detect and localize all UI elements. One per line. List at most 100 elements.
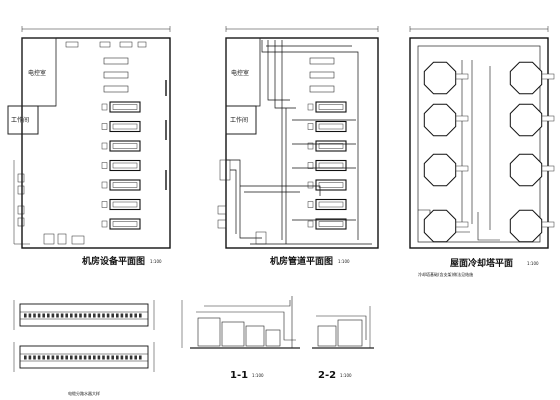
divider-slot — [42, 313, 45, 318]
divider-slot — [129, 313, 133, 318]
divider-slot — [24, 355, 27, 360]
divider-slot — [134, 313, 137, 318]
section-1-1-label: 1-1 — [230, 370, 248, 381]
section-2-2-label: 2-2 — [318, 370, 336, 381]
piping-unit — [307, 179, 347, 191]
piping-plan-title: 机房管道平面图 — [270, 255, 333, 267]
equipment-unit — [101, 120, 141, 133]
divider-slot — [129, 355, 133, 360]
piping-unit — [307, 218, 347, 230]
divider-slot — [93, 355, 96, 360]
piping-plan: 电控室 工作间 机房管道平面图 1:100 — [217, 26, 379, 267]
equipment-unit — [101, 198, 141, 211]
equipment-unit — [101, 159, 141, 172]
piping-fitting — [309, 85, 335, 93]
cooling-tower — [423, 153, 469, 187]
cooling-tower — [423, 61, 469, 95]
divider-slot — [93, 313, 96, 318]
detail-caption: 电缆分路水器大样 — [68, 390, 100, 396]
piping-fitting — [309, 71, 335, 79]
piping-unit — [307, 120, 347, 133]
divider-slot — [42, 355, 45, 360]
equipment-plan: 电控室 工作间 机房设备平面图 1:100 — [7, 26, 171, 267]
section-1-1: 1-1 1:100 — [181, 296, 300, 381]
divider-slot — [47, 313, 50, 318]
divider-slot — [28, 355, 32, 360]
piping-fitting — [309, 57, 335, 65]
divider-slot — [47, 355, 50, 360]
divider-slot — [83, 355, 87, 360]
piping-unit — [307, 198, 347, 211]
cooling-tower — [509, 153, 555, 187]
equipment-room-electrical-label: 电控室 — [28, 69, 46, 77]
divider-slot — [97, 313, 101, 318]
equipment-fitting — [103, 85, 129, 93]
equipment-plan-title: 机房设备平面图 — [82, 255, 145, 267]
divider-slot — [74, 313, 78, 318]
divider-slot — [79, 313, 82, 318]
cooling-tower — [423, 209, 469, 243]
divider-slot — [65, 313, 68, 318]
divider-slot — [116, 355, 119, 360]
equipment-unit — [101, 179, 141, 191]
divider-slot — [70, 355, 73, 360]
equipment-fitting — [103, 71, 129, 79]
divider-slot — [106, 313, 110, 318]
equipment-plan-outline — [21, 37, 171, 249]
equipment-unit — [101, 101, 141, 113]
divider-slot — [60, 313, 64, 318]
section-1-1-scale: 1:100 — [252, 373, 264, 378]
piping-room-work — [225, 105, 257, 135]
divider-slot — [83, 313, 87, 318]
cooling-tower — [423, 103, 469, 137]
piping-plan-scale: 1:100 — [338, 259, 350, 264]
cooling-tower — [509, 209, 555, 243]
divider-slot — [33, 313, 36, 318]
divider-slot — [139, 355, 142, 360]
piping-unit — [307, 140, 347, 152]
equipment-unit — [101, 218, 141, 230]
piping-network — [226, 40, 372, 245]
roof-plan-outline — [409, 37, 549, 249]
roof-plan: 屋面冷却塔平面 1:100 冷却塔基础(含支架)做法见结施 — [409, 26, 555, 277]
divider-slot — [79, 355, 82, 360]
detail-divider: 电缆分路水器大样 — [13, 300, 155, 396]
section-2-2: 2-2 1:100 — [312, 306, 374, 381]
divider-slot — [125, 355, 128, 360]
equipment-unit — [101, 140, 141, 152]
equipment-room-work-label: 工作间 — [11, 116, 29, 124]
divider-slot — [134, 355, 137, 360]
divider-slot — [139, 313, 142, 318]
divider-slot — [120, 355, 124, 360]
piping-room-electrical-label: 电控室 — [231, 69, 249, 77]
divider-slot — [106, 355, 110, 360]
divider-slot — [88, 355, 91, 360]
roof-plan-title: 屋面冷却塔平面 — [450, 257, 513, 269]
divider-slot — [28, 313, 32, 318]
divider-slot — [37, 313, 41, 318]
divider-slot — [60, 355, 64, 360]
piping-unit — [307, 159, 347, 172]
divider-slot — [51, 313, 55, 318]
divider-slot — [70, 313, 73, 318]
divider-slot — [37, 355, 41, 360]
divider-slot — [51, 355, 55, 360]
divider-slot — [88, 313, 91, 318]
piping-room-work-label: 工作间 — [230, 116, 248, 124]
divider-slot — [97, 355, 101, 360]
divider-slot — [111, 313, 114, 318]
divider-slot — [33, 355, 36, 360]
divider-slot — [56, 355, 59, 360]
cooling-tower — [509, 61, 555, 95]
roof-plan-note: 冷却塔基础(含支架)做法见结施 — [418, 271, 473, 277]
divider-slot — [74, 355, 78, 360]
divider-slot — [102, 313, 105, 318]
divider-slot — [111, 355, 114, 360]
divider-slot — [116, 313, 119, 318]
equipment-fitting — [103, 57, 129, 65]
divider-slot — [102, 355, 105, 360]
divider-slot — [65, 355, 68, 360]
roof-plan-scale: 1:100 — [527, 261, 539, 266]
piping-unit — [307, 101, 347, 113]
